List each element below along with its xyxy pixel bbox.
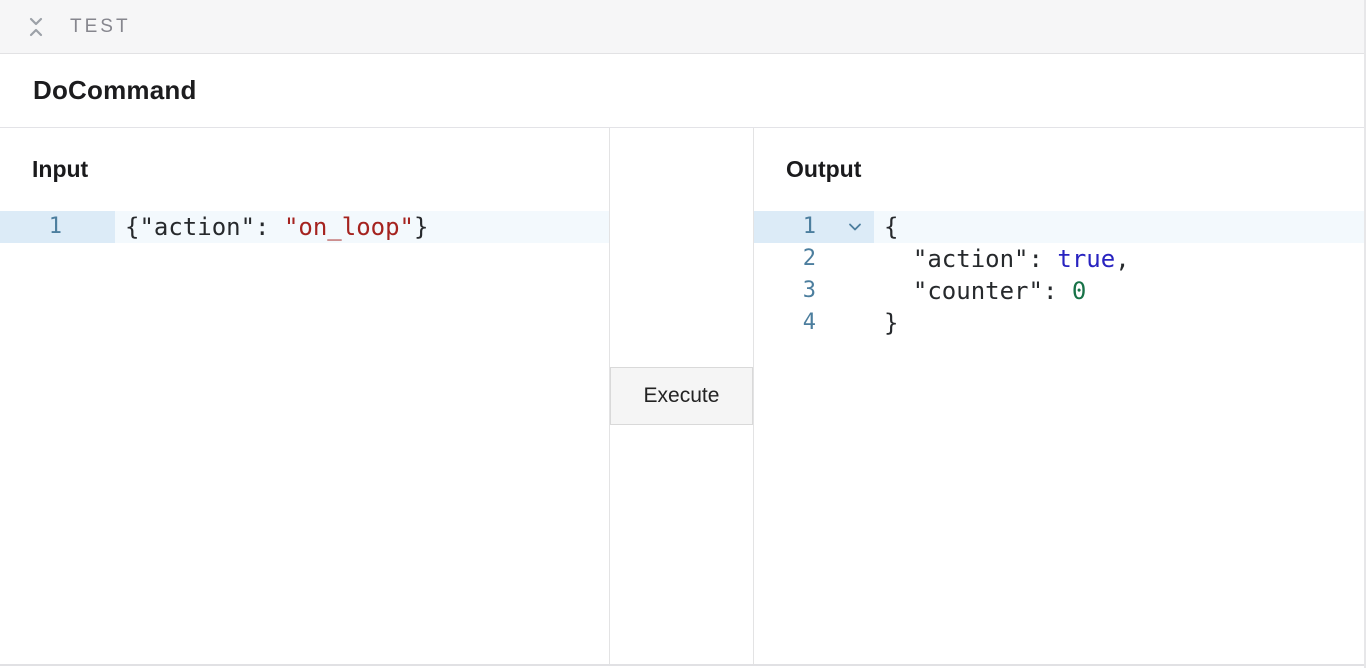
output-panel: Output 1{2 "action": true,3 "counter": 0… <box>754 128 1364 664</box>
code-line: {"action": "on_loop"} <box>125 213 429 241</box>
command-body: Input 1 {"action": "on_loop"} Execute Out… <box>0 128 1364 666</box>
line-number: 4 <box>802 310 816 335</box>
editor-gutter: 2 <box>754 243 874 275</box>
editor-line[interactable]: 1 {"action": "on_loop"} <box>0 211 609 243</box>
execute-column: Execute <box>609 128 754 664</box>
section-title: TEST <box>70 15 131 37</box>
collapse-vertical-icon[interactable] <box>26 15 46 39</box>
code-line: "action": true, <box>884 245 1130 273</box>
output-panel-title: Output <box>786 156 862 182</box>
editor-line[interactable]: 4} <box>754 307 1364 339</box>
editor-gutter: 1 <box>754 211 874 243</box>
input-editor[interactable]: 1 {"action": "on_loop"} <box>0 211 609 243</box>
execute-button[interactable]: Execute <box>610 367 753 425</box>
editor-line[interactable]: 2 "action": true, <box>754 243 1364 275</box>
editor-gutter: 4 <box>754 307 874 339</box>
code-line: "counter": 0 <box>884 277 1087 305</box>
fold-chevron-icon[interactable] <box>848 211 874 243</box>
input-panel-title: Input <box>32 156 89 182</box>
test-section-header: TEST <box>0 0 1364 54</box>
editor-gutter: 1 <box>0 211 115 243</box>
command-title-row: DoCommand <box>0 54 1364 128</box>
command-title: DoCommand <box>33 75 197 105</box>
output-panel-header: Output <box>754 128 1364 211</box>
line-number: 2 <box>802 246 816 271</box>
line-number: 1 <box>802 214 816 239</box>
code-line: } <box>884 309 899 337</box>
line-number: 3 <box>802 278 816 303</box>
input-panel: Input 1 {"action": "on_loop"} <box>0 128 609 664</box>
input-panel-header: Input <box>0 128 609 211</box>
editor-gutter: 3 <box>754 275 874 307</box>
editor-line[interactable]: 3 "counter": 0 <box>754 275 1364 307</box>
line-number: 1 <box>48 214 62 239</box>
editor-line[interactable]: 1{ <box>754 211 1364 243</box>
code-line: { <box>884 213 899 241</box>
